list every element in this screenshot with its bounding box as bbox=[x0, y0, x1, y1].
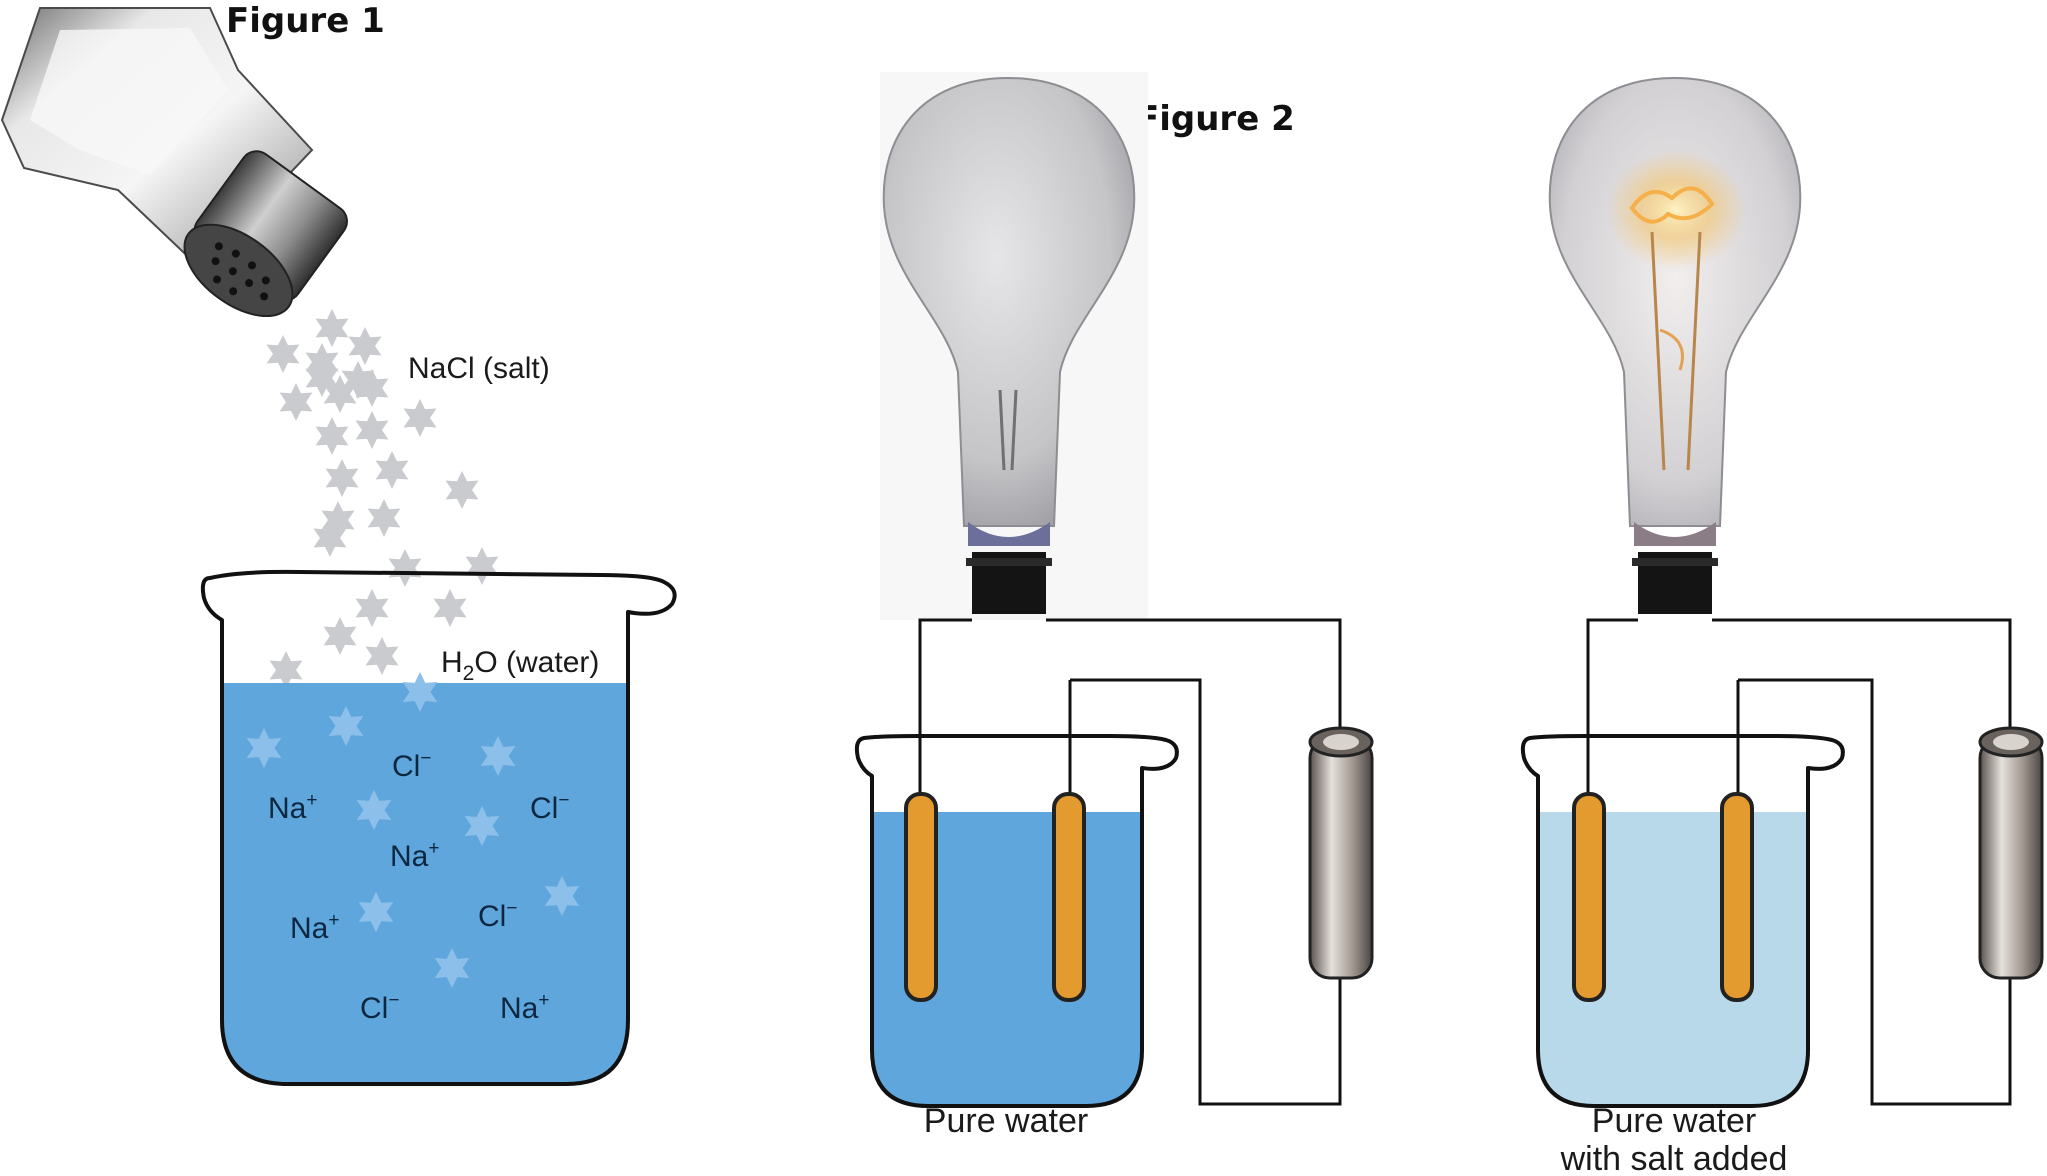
figure-1-title: Figure 1 bbox=[226, 1, 385, 41]
caption-salt-water-line-1: Pure water bbox=[1592, 1102, 1756, 1140]
salt-crystal bbox=[315, 417, 349, 455]
ion-label: Na+ bbox=[268, 790, 317, 825]
electrode bbox=[1572, 792, 1606, 1002]
salt-label: NaCl (salt) bbox=[408, 352, 550, 385]
salt-crystal bbox=[279, 383, 313, 421]
ion-label: Cl− bbox=[392, 748, 431, 783]
figure-1: Figure 1 NaCl (salt) H2O (wate bbox=[0, 1, 677, 1086]
caption-salt-water-line-2: with salt added bbox=[1560, 1140, 1788, 1176]
salt-crystal bbox=[367, 499, 401, 537]
figure-2: Figure 2 bbox=[854, 72, 2044, 1176]
electrode bbox=[1720, 792, 1754, 1002]
salt-crystal bbox=[325, 459, 359, 497]
caption-pure-water: Pure water bbox=[924, 1102, 1088, 1140]
salt-crystal bbox=[365, 637, 399, 675]
salt-solution bbox=[222, 683, 628, 1084]
ion-labels: Cl− Na+ Cl− Na+ Na+ Cl− Cl− Na+ bbox=[268, 748, 569, 1025]
ion-label: Na+ bbox=[500, 990, 549, 1025]
salt-crystal bbox=[355, 589, 389, 627]
beaker-figure-1 bbox=[200, 569, 677, 1086]
figure-2-title: Figure 2 bbox=[1136, 99, 1295, 139]
battery bbox=[1978, 726, 2044, 980]
salt-crystal bbox=[315, 309, 349, 347]
salt-crystal bbox=[445, 471, 479, 509]
electrode bbox=[1052, 792, 1086, 1002]
salt-shaker bbox=[0, 7, 348, 318]
shaker-cap bbox=[183, 150, 348, 318]
salt-crystal bbox=[465, 547, 499, 585]
ion-label: Na+ bbox=[290, 910, 339, 945]
setup-pure-water: Pure water bbox=[854, 72, 1374, 1140]
light-bulb-off bbox=[880, 72, 1148, 620]
ion-label: Cl− bbox=[530, 790, 569, 825]
light-bulb-lit bbox=[1548, 76, 1802, 614]
ion-label: Cl− bbox=[360, 990, 399, 1025]
salt-crystal bbox=[355, 411, 389, 449]
salt-crystal bbox=[375, 451, 409, 489]
salt-crystal bbox=[388, 549, 422, 587]
ion-label: Na+ bbox=[390, 838, 439, 873]
water-label: H2O (water) bbox=[441, 646, 599, 685]
setup-salt-water: Pure water with salt added bbox=[1520, 76, 2044, 1176]
salt-crystal bbox=[266, 335, 300, 373]
ion-label: Cl− bbox=[478, 898, 517, 933]
salt-crystal bbox=[348, 327, 382, 365]
salt-crystal bbox=[323, 617, 357, 655]
battery bbox=[1308, 726, 1374, 980]
salt-crystal bbox=[433, 589, 467, 627]
salt-crystal bbox=[403, 399, 437, 437]
electrode bbox=[904, 792, 938, 1002]
